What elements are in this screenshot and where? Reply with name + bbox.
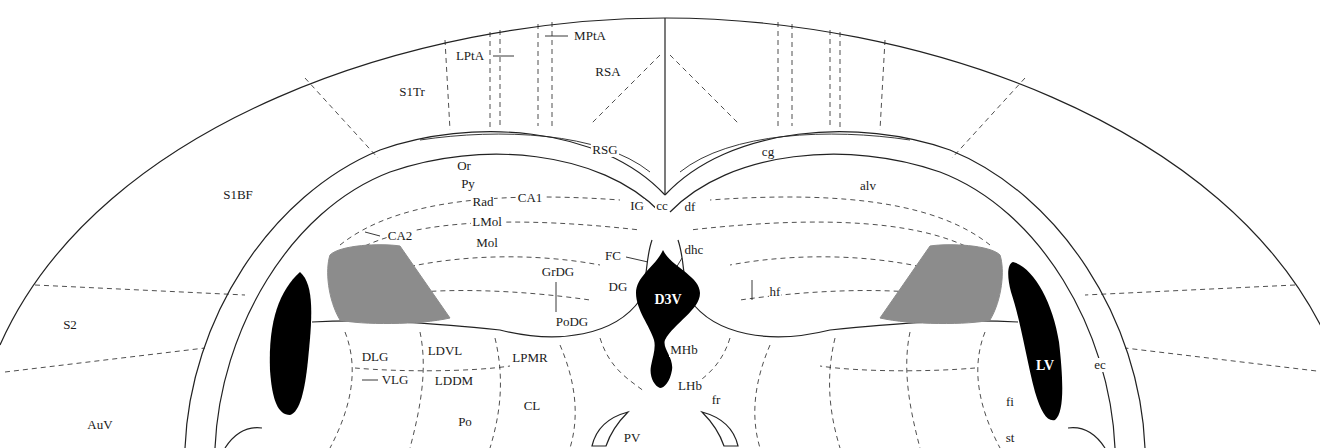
region-label: RSG [591,143,618,157]
tract-outline [225,428,262,448]
hippocampus-outline [312,240,652,337]
area-boundary [490,32,491,128]
region-label: cc [655,199,669,213]
ventricle-label: LV [1036,359,1054,373]
region-label: LDVL [427,344,464,358]
area-boundary [538,24,539,126]
region-label: MHb [669,343,698,357]
region-label: CA1 [517,191,544,205]
ventricle-outline [632,248,704,390]
region-label: GrDG [541,265,576,279]
leader-line [545,36,568,37]
region-label: dhc [684,243,705,257]
region-label: LMol [471,215,503,229]
region-label: Mol [475,236,499,250]
area-boundary [5,348,205,372]
leader-line [556,282,557,312]
white-matter-line [215,154,660,448]
region-label: alv [859,179,877,193]
region-label: fi [1005,395,1015,409]
leader-line [626,257,648,262]
region-label: Py [460,177,476,191]
outline-group [0,18,1320,448]
nucleus-boundary [490,338,500,448]
region-label: LPMR [511,351,548,365]
region-label: IG [629,199,645,213]
region-label: MPtA [573,29,607,43]
ventricle-shape: D3V [632,248,704,390]
region-label: st [1005,431,1016,445]
nucleus-boundary [330,332,352,448]
region-label: S1Tr [398,85,426,99]
region-label: S2 [62,318,78,332]
white-matter-line [185,132,665,448]
leader-line [752,280,753,300]
leader-line [362,380,378,381]
leader-lines [362,36,752,380]
region-label: DG [608,280,629,294]
ventricle-fill [636,250,700,388]
region-label: PoDG [555,315,590,329]
area-boundary [590,55,660,125]
nucleus-boundary [355,366,510,371]
region-label: Po [457,415,473,429]
ventricle-fill [1008,262,1062,420]
area-boundary [500,30,501,128]
midline [664,18,665,195]
region-label: LHb [677,379,703,393]
hemisphere-mirror [665,18,1320,448]
region-label: CL [523,399,542,413]
region-label: fr [711,393,722,407]
region-label: FC [604,249,622,263]
lesion-area [880,245,1002,324]
leader-line [365,232,380,236]
brain-outline [0,18,665,345]
cingulum-line [420,134,650,172]
region-label: df [684,200,697,214]
area-boundary [445,40,450,130]
ventricle-shape [270,272,311,415]
region-label: ec [1093,358,1107,372]
boundary-lines [5,22,660,448]
region-label: RSA [594,65,621,79]
hemisphere [0,18,665,448]
region-label: LDDM [434,374,474,388]
region-label: PV [623,431,642,445]
region-label: Or [456,159,472,173]
region-label: hf [769,285,782,299]
region-label: cg [761,145,775,159]
area-boundary [35,285,245,295]
region-label: S1BF [222,188,254,202]
lesion-area [328,245,450,324]
ventricle-label: D3V [654,293,681,307]
region-label: Rad [472,195,495,209]
region-label: CA2 [387,229,414,243]
nucleus-boundary [600,338,645,392]
area-boundary [552,22,553,126]
nucleus-boundary [410,332,423,448]
leader-line [493,56,514,57]
region-label: VLG [381,373,410,387]
region-label: DLG [361,350,390,364]
region-label: AuV [86,418,113,432]
area-boundary [305,78,378,158]
region-label: LPtA [455,49,485,63]
nucleus-boundary [560,345,575,448]
